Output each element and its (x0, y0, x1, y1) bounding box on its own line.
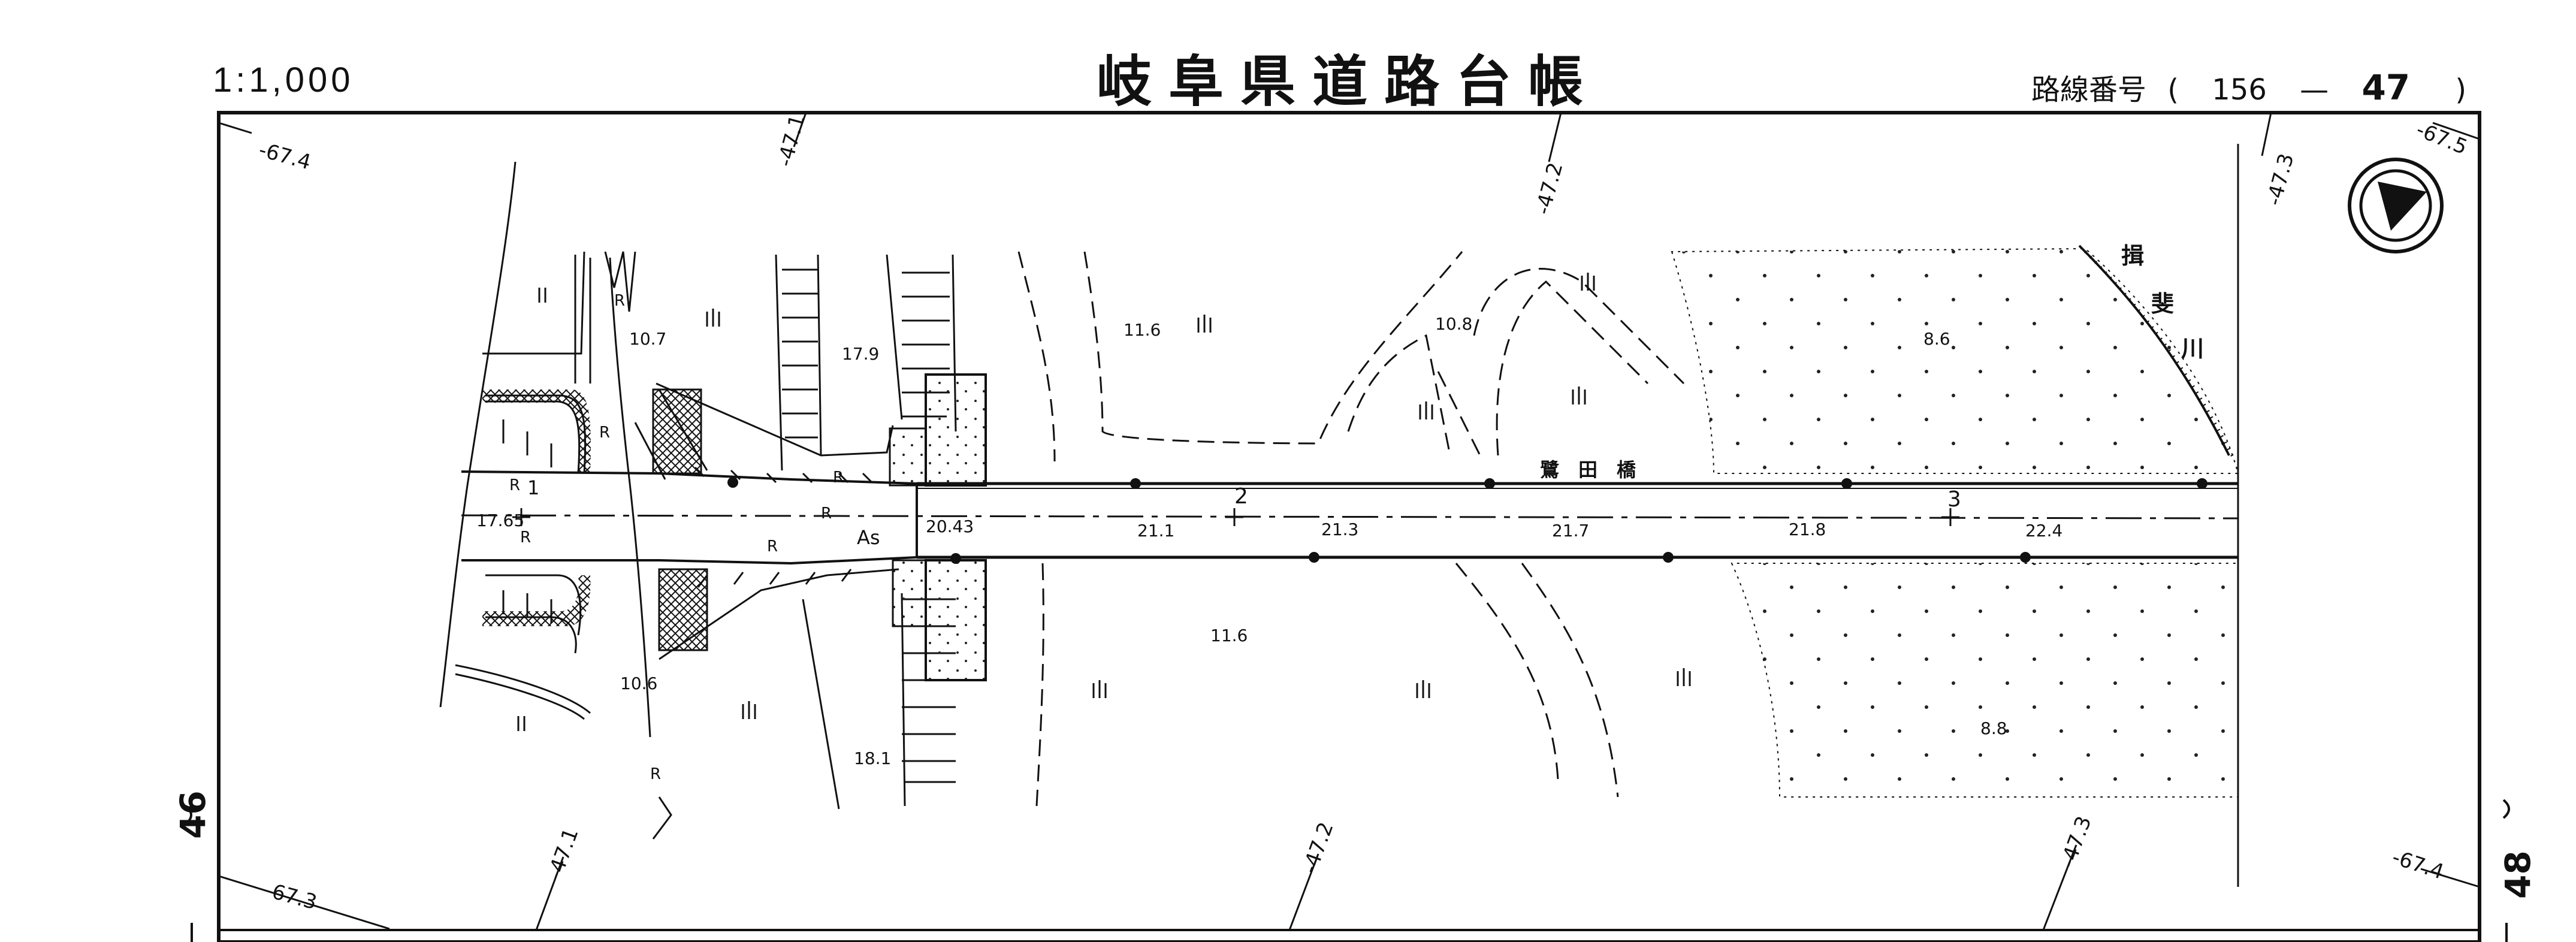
road-r-6: R (614, 292, 625, 310)
road-r-5: R (833, 469, 844, 487)
elevation-17-65: 17.65 (476, 511, 524, 530)
grid-label-top-b: -47.2 (1531, 160, 1568, 217)
station-1: 1 (527, 476, 539, 499)
pier-block-lower (892, 559, 927, 627)
left-road-network (439, 161, 957, 840)
elevation-21-8: 21.8 (1789, 520, 1826, 539)
embankment-lines (1017, 251, 1685, 807)
elevation-22-4: 22.4 (2025, 521, 2062, 541)
elevation-21-1: 21.1 (1137, 521, 1174, 541)
slope-hatching (502, 268, 956, 783)
road-r-4: R (821, 505, 832, 523)
pavement-label: As (857, 526, 880, 549)
main-road (461, 470, 2239, 565)
route-dash: — (2300, 73, 2329, 107)
map-frame (217, 111, 2481, 942)
grid-label-top-c: -47.3 (2262, 151, 2299, 208)
elevation-11-6-upper: 11.6 (1124, 320, 1161, 340)
elevation-10-6: 10.6 (620, 674, 657, 693)
grid-label-bot-a: -47.1 (543, 825, 584, 883)
coordinate-grid (218, 112, 2480, 931)
station-3: 3 (1947, 487, 1961, 512)
elevation-17-9: 17.9 (842, 344, 879, 364)
elevation-21-7: 21.7 (1552, 521, 1589, 541)
grid-label-bot-c: -47.3 (2056, 813, 2097, 871)
elevation-8-6: 8.6 (1923, 329, 1950, 349)
grid-label-bl: -67.3 (262, 878, 319, 914)
map-labels: 鷺 田 橋 揖 斐 川 As 1 2 3 R R R R R R R R 17.… (476, 243, 2204, 783)
scale-label: 1:1,000 (213, 61, 354, 99)
station-2: 2 (1234, 484, 1248, 509)
road-r-3: R (767, 538, 778, 555)
elevation-18-1: 18.1 (854, 748, 891, 768)
hatched-curb-upper (482, 390, 591, 473)
grid-label-tr: -67.5 (2413, 117, 2471, 159)
elevation-10-8: 10.8 (1435, 314, 1472, 334)
abutment-lower (925, 559, 987, 681)
elevation-21-3: 21.3 (1321, 520, 1358, 539)
road-r-7: R (599, 424, 610, 442)
elevation-8-8: 8.8 (1980, 718, 2007, 738)
grid-label-tl: -67.4 (256, 138, 313, 174)
elevation-11-6-lower: 11.6 (1210, 626, 1248, 645)
hatched-curb-lower (482, 575, 591, 626)
river-name-char-3: 川 (2181, 336, 2204, 362)
grid-label-bot-b: -47.2 (1298, 819, 1339, 877)
pier-block-upper (889, 427, 927, 487)
crosshatch-area-lower (658, 568, 708, 651)
elevation-20-43: 20.43 (926, 517, 974, 536)
crosshatch-area-upper (652, 388, 702, 475)
route-open-paren: ( (2167, 73, 2179, 107)
route-number-a: 156 (2212, 73, 2267, 107)
grid-label-br: -67.4 (2389, 846, 2447, 884)
road-r-1: R (509, 476, 520, 494)
river-area (1671, 247, 2239, 798)
route-number-label: 路線番号 ( 156 — 47 ) (2031, 66, 2466, 108)
river-name-char-2: 斐 (2151, 291, 2174, 317)
road-r-8: R (650, 765, 661, 783)
route-number-caption: 路線番号 (2031, 73, 2147, 107)
margin-braces (185, 799, 2510, 942)
survey-crosses (512, 508, 1959, 526)
road-r-2: R (520, 529, 531, 547)
lamp-posts (727, 477, 2207, 564)
bridge-name: 鷺 田 橋 (1540, 458, 1636, 481)
vegetation-symbols (517, 273, 1691, 731)
grid-label-top-a: -47.1 (773, 112, 810, 169)
elevation-10-7: 10.7 (629, 329, 666, 349)
abutment-upper (925, 373, 987, 487)
river-name-char-1: 揖 (2121, 243, 2144, 269)
north-arrow-icon (2348, 158, 2444, 253)
route-close-paren: ) (2455, 73, 2467, 107)
route-number-b: 47 (2361, 67, 2411, 108)
sheet-title: 岐阜県道路台帳 (1097, 49, 1600, 114)
